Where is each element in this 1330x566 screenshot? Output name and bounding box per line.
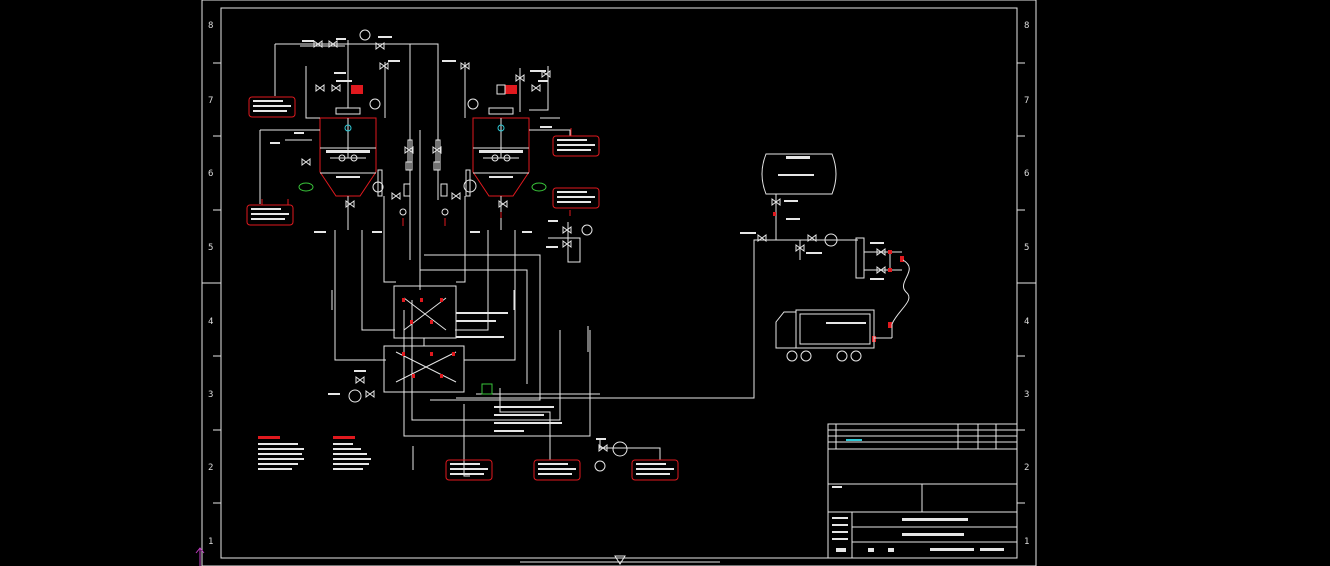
filter-housings <box>372 139 477 216</box>
inline-filter-icon <box>481 383 493 395</box>
tanker-truck-icon <box>775 309 893 362</box>
pump-icon <box>348 224 838 457</box>
manifold-cross <box>395 297 457 383</box>
scale-ruler <box>520 555 720 565</box>
pressure-gauge-icon <box>359 29 606 472</box>
grid-row-left: 4 <box>208 317 213 327</box>
notes-block <box>258 436 371 470</box>
storage-tank <box>760 153 902 279</box>
drawing-sheet <box>201 0 1037 566</box>
grid-row-right: 2 <box>1024 463 1029 473</box>
grid-row-left: 2 <box>208 463 213 473</box>
grid-row-left: 7 <box>208 96 213 106</box>
sight-glass-icon <box>298 182 547 192</box>
grid-row-right: 3 <box>1024 390 1029 400</box>
label-box <box>246 96 679 481</box>
fermentation-tank-2 <box>472 107 530 230</box>
valve-icon <box>301 40 886 452</box>
grid-row-left: 8 <box>208 21 213 31</box>
title-block-fields <box>832 439 1004 552</box>
ucs-arrow-icon <box>195 547 205 566</box>
fermentation-tank-1 <box>319 107 377 230</box>
grid-row-left: 6 <box>208 169 213 179</box>
border-grid-numbers: 8 7 6 5 4 3 2 1 8 7 6 5 4 3 2 1 <box>208 21 1029 547</box>
instrument-tags <box>270 36 884 440</box>
process-piping <box>331 196 760 477</box>
title-block <box>827 423 1018 559</box>
grid-row-left: 5 <box>208 243 213 253</box>
grid-row-left: 1 <box>208 537 213 547</box>
grid-row-right: 4 <box>1024 317 1029 327</box>
grid-row-right: 6 <box>1024 169 1029 179</box>
flexible-hose <box>891 259 910 325</box>
grid-row-right: 5 <box>1024 243 1029 253</box>
grid-row-right: 8 <box>1024 21 1029 31</box>
manifold-valves <box>402 298 455 378</box>
red-drain-ticks <box>261 128 572 226</box>
grid-row-left: 3 <box>208 390 213 400</box>
grid-row-right: 7 <box>1024 96 1029 106</box>
grid-row-right: 1 <box>1024 537 1029 547</box>
red-indicators <box>351 84 517 95</box>
